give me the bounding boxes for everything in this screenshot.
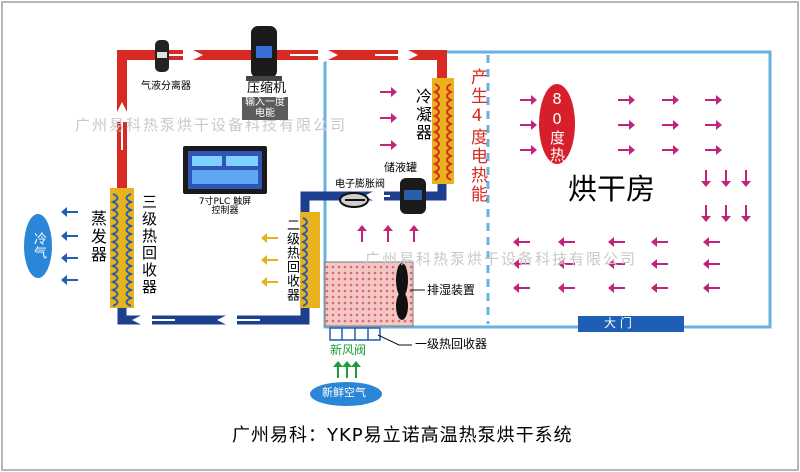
hot-pipe [112,45,447,200]
fresh-air-arrow [342,361,352,378]
hot-air-arrow [705,95,722,105]
fresh-air-badge [310,382,382,406]
return-air-arrow [703,259,720,269]
expansion-valve-icon [339,192,369,208]
return-air-arrow [651,237,668,247]
return-air-arrow [608,259,625,269]
hot-air-arrow [662,145,679,155]
fan-icon [396,263,408,320]
recovery-3-label: 三级热回收器 [140,194,158,296]
receiver-label: 储液罐 [384,161,417,174]
return-air-arrow [558,237,575,247]
hot-air-arrows [357,87,751,293]
hot-air-arrow [741,170,751,187]
heat-arrow [261,277,278,287]
hot-air-badge [539,84,575,164]
watermark: 广州易科热泵烘干设备科技有限公司 [365,250,638,268]
heat-arrow [261,233,278,243]
page-title: 广州易科：YKP易立诺高温热泵烘干系统 [232,425,573,446]
hot-air-arrow [618,145,635,155]
hot-air-label: 80度热风 [548,90,566,181]
cold-air-arrow [61,207,78,217]
coil-icon [432,78,454,184]
fresh-air-valve-label: 新风阀 [330,343,367,357]
recovery-2-label: 二级热回收器 [284,218,299,302]
cold-air-label: 冷气 [31,232,46,260]
return-air-arrow [651,283,668,293]
watermark: 广州易科热泵烘干设备科技有限公司 [75,116,348,134]
fresh-air-arrow [333,361,343,378]
airflow-arrows [61,207,361,378]
plc-screen-icon [183,146,267,194]
hot-air-arrow [520,120,537,130]
hot-air-arrow [380,87,397,97]
hot-air-arrow [705,145,722,155]
cold-air-arrow [61,275,78,285]
cold-air-arrow [61,253,78,263]
separator-icon [155,40,169,72]
hot-air-arrow [701,170,711,187]
hot-air-arrow [520,145,537,155]
hot-air-arrow [380,113,397,123]
hot-air-arrow [618,120,635,130]
recovery-1-label: 一级热回收器 [415,337,488,351]
compressor-label: 压缩机 [247,81,287,96]
leader-line [377,334,400,346]
return-air-arrow [513,259,530,269]
return-air-arrow [608,237,625,247]
plc-label: 7寸PLC 触屏控制器 [198,197,252,217]
supply-air-arrow [383,225,393,242]
hot-air-arrow [520,95,537,105]
supply-air-arrow [357,225,367,242]
cold-air-badge [24,214,52,278]
return-air-arrow [513,237,530,247]
return-air-arrow [558,259,575,269]
drying-room-label: 烘干房 [568,172,656,206]
heat-arrow [261,255,278,265]
coil-icon [300,212,320,308]
hot-air-arrow [662,120,679,130]
hot-air-arrow [741,205,751,222]
return-air-arrow [608,283,625,293]
coil-icon [110,188,134,308]
cold-air-arrow [61,231,78,241]
drying-room-border [323,50,772,329]
dehumidifier-label: 排湿装置 [427,283,476,297]
receiver-icon [400,178,426,214]
return-air-arrow [703,237,720,247]
return-air-arrow [703,283,720,293]
condenser-label: 冷凝器 [413,88,432,142]
fresh-air-arrow [351,361,361,378]
return-air-arrow [513,283,530,293]
hot-air-arrow [380,140,397,150]
fresh-air-label: 新鲜空气 [322,386,366,399]
hot-air-arrow [721,205,731,222]
compressor-power-label: 输入一度电能 [242,97,288,120]
hot-air-arrow [701,205,711,222]
return-air-arrow [651,259,668,269]
door-label: 大 门 [604,316,632,330]
return-air-arrow [558,283,575,293]
hot-air-arrow [705,120,722,130]
expansion-valve-label: 电子膨胀阀 [335,179,385,190]
separator-label: 气液分离器 [141,81,191,92]
hot-air-arrow [662,95,679,105]
compressor-icon [246,26,282,81]
door [578,316,684,332]
hot-air-arrow [618,95,635,105]
hot-air-arrow [721,170,731,187]
evaporator-label: 蒸发器 [88,210,107,264]
supply-air-arrow [409,225,419,242]
heat-generated-label: 产生4度电热能 [467,68,487,204]
